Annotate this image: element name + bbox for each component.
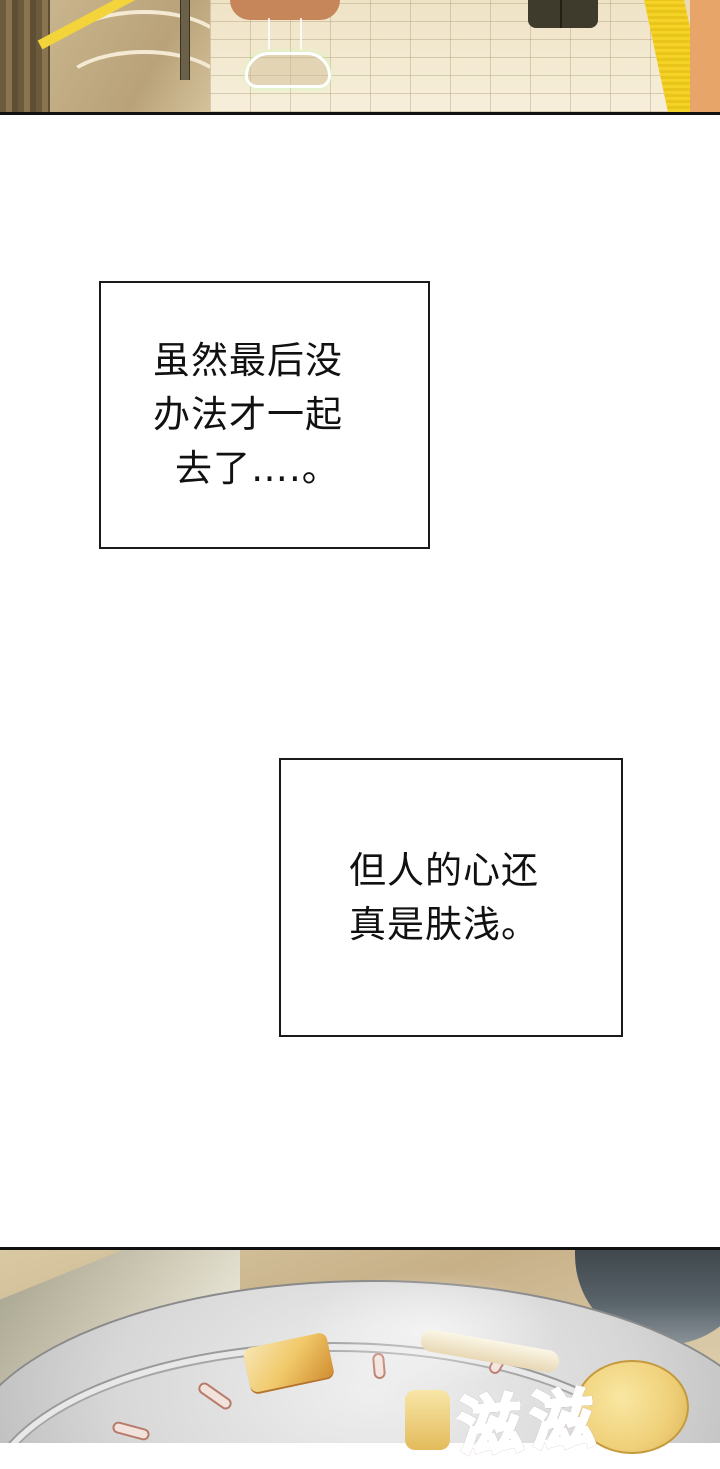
platform-wall [0, 0, 50, 112]
barrier-arc [60, 10, 228, 88]
platform-edge [690, 0, 720, 112]
character-feet [230, 0, 340, 20]
barrier-post [180, 0, 190, 80]
narration-line: 办法才一起 [153, 393, 343, 436]
narration-line: 真是肤浅。 [349, 902, 539, 946]
barrier-arc [60, 50, 228, 112]
landing-puff-cloud [245, 52, 331, 88]
grilled-egg-piece [405, 1390, 450, 1450]
barrier-gate [50, 0, 228, 112]
narration-box-1: 虽然最后没 办法才一起 去了….。 [99, 281, 430, 549]
panel-subway-platform [0, 0, 720, 115]
motion-lines [268, 18, 302, 50]
narration-box-2: 但人的心还 真是肤浅。 [279, 758, 623, 1037]
egg-roll [575, 1360, 689, 1454]
narration-line: 但人的心还 [349, 848, 539, 892]
narration-line: 去了….。 [175, 447, 340, 490]
character-legs [528, 0, 598, 28]
sound-effect-sizzle: 滋滋 [455, 1367, 607, 1469]
narration-line: 虽然最后没 [153, 339, 343, 382]
